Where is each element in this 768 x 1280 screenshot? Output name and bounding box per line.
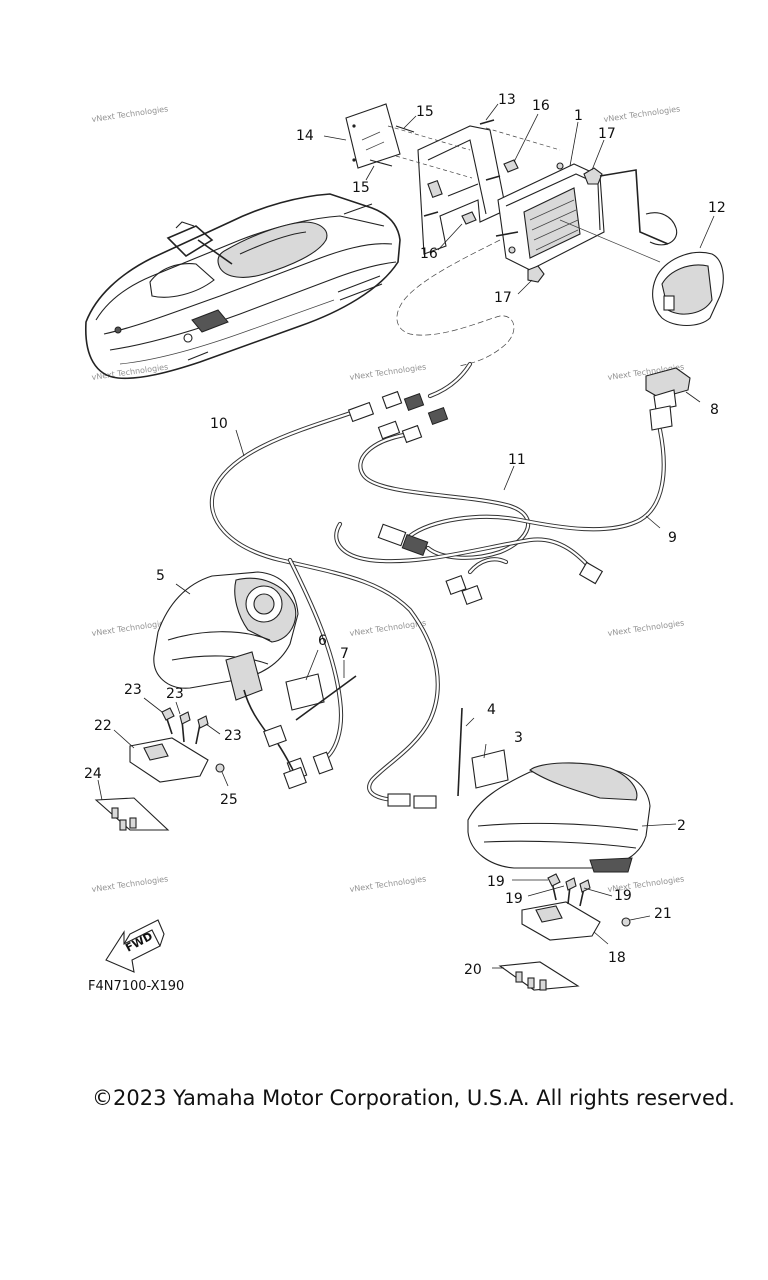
- right-bracket-set: [498, 873, 631, 991]
- leader-lines: [97, 103, 715, 969]
- figure-code: F4N7100-X190: [88, 979, 184, 994]
- left-speaker-pod: [153, 571, 307, 790]
- callout-1: 1: [574, 108, 583, 124]
- callout-16: 16: [420, 246, 438, 262]
- callout-18: 18: [608, 950, 626, 966]
- switch-part-8: [645, 367, 691, 431]
- callout-6: 6: [318, 633, 327, 649]
- watermark: vNext Technologies: [607, 618, 685, 638]
- callout-14: 14: [296, 128, 314, 144]
- watermark: vNext Technologies: [349, 874, 427, 894]
- callout-17: 17: [598, 126, 616, 142]
- callout-23: 23: [166, 686, 184, 702]
- watermark: vNext Technologies: [91, 104, 169, 124]
- watermark: vNext Technologies: [603, 104, 681, 124]
- routing-line: [396, 239, 515, 367]
- watermark: vNext Technologies: [349, 618, 427, 638]
- callout-4: 4: [487, 702, 496, 718]
- fwd-arrow-icon: FWD: [105, 919, 165, 973]
- watermark: vNext Technologies: [349, 362, 427, 382]
- callout-7: 7: [340, 646, 349, 662]
- callout-19: 19: [487, 874, 505, 890]
- copyright-notice: ©2023 Yamaha Motor Corporation, U.S.A. A…: [92, 1086, 735, 1110]
- callout-9: 9: [668, 530, 677, 546]
- callout-12: 12: [708, 200, 726, 216]
- label-and-tie: [285, 673, 357, 721]
- callout-10: 10: [210, 416, 228, 432]
- callout-19: 19: [505, 891, 523, 907]
- mounting-bracket-assembly: [345, 103, 561, 255]
- callout-16: 16: [532, 98, 550, 114]
- watermark: vNext Technologies: [91, 874, 169, 894]
- wire-harness: [209, 361, 666, 809]
- callout-20: 20: [464, 962, 482, 978]
- callout-numbers: 1 2 3 4 5 6 7 8 9 10 11 12 13 14 15 15 1…: [84, 92, 726, 978]
- cover-part-12: [652, 251, 724, 327]
- callout-13: 13: [498, 92, 516, 108]
- control-unit: [495, 162, 678, 283]
- callout-22: 22: [94, 718, 112, 734]
- callout-21: 21: [654, 906, 672, 922]
- callout-15: 15: [416, 104, 434, 120]
- callout-15: 15: [352, 180, 370, 196]
- callout-23: 23: [124, 682, 142, 698]
- left-bracket-set: [94, 707, 225, 831]
- callout-25: 25: [220, 792, 238, 808]
- label-and-tie-right: [457, 707, 509, 797]
- callout-23: 23: [224, 728, 242, 744]
- watercraft-illustration: [85, 193, 401, 380]
- callout-17: 17: [494, 290, 512, 306]
- callout-19: 19: [614, 888, 632, 904]
- callout-11: 11: [508, 452, 526, 468]
- right-speaker-pod: [467, 762, 651, 873]
- callout-5: 5: [156, 568, 165, 584]
- callout-8: 8: [710, 402, 719, 418]
- callout-3: 3: [514, 730, 523, 746]
- callout-24: 24: [84, 766, 102, 782]
- callout-2: 2: [677, 818, 686, 834]
